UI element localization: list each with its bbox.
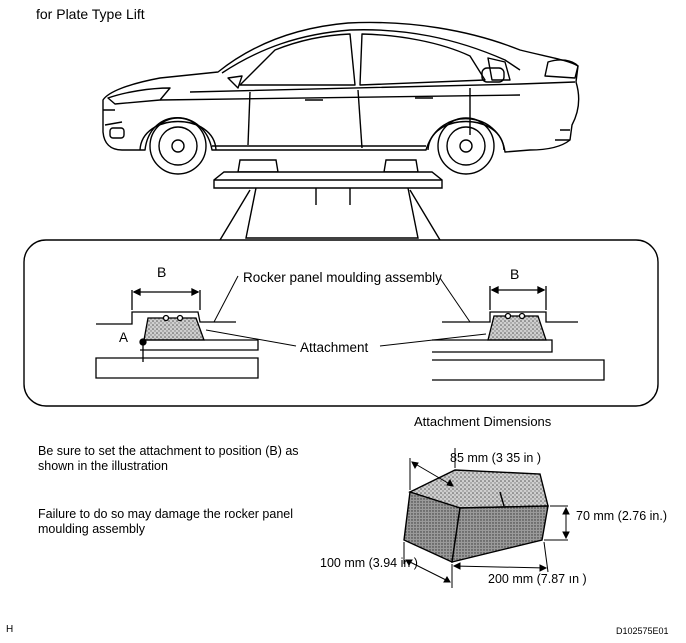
- detail-box: [23, 239, 659, 407]
- right-detail: [432, 285, 605, 381]
- leader-lines: [205, 275, 487, 347]
- dimension-b-right-label: B: [510, 266, 520, 282]
- left-detail: [95, 287, 259, 379]
- car-illustration: [102, 21, 580, 175]
- note-1-line-2: shown in the illustration: [38, 459, 168, 473]
- note-1-line-1: Be sure to set the attachment to positio…: [38, 444, 299, 458]
- dimension-200-label: 200 mm (7.87 ın ): [488, 572, 587, 586]
- page-title: for Plate Type Lift: [36, 6, 145, 22]
- plate-lift: [213, 159, 443, 241]
- attachment-label: Attachment: [300, 340, 369, 355]
- dimension-85-label: 85 mm (3 35 in ): [450, 451, 542, 465]
- dimension-b-left-label: B: [157, 264, 167, 280]
- rocker-panel-label: Rocker panel moulding assembly: [243, 270, 442, 285]
- attachment-block: [403, 469, 549, 564]
- dimension-100-label: 100 mm (3.94 in ): [320, 556, 418, 570]
- point-a-label: A: [119, 330, 129, 345]
- attachment-dimensions-title: Attachment Dimensions: [414, 414, 552, 429]
- dimension-70-label: 70 mm (2.76 in.): [576, 509, 668, 523]
- note-2-line-1: Failure to do so may damage the rocker p…: [38, 507, 293, 521]
- note-2-line-2: moulding assembly: [38, 522, 145, 536]
- dimension-lines: [403, 448, 570, 588]
- figure-id: D102575E01: [616, 626, 669, 636]
- footer-left-mark: H: [6, 624, 14, 635]
